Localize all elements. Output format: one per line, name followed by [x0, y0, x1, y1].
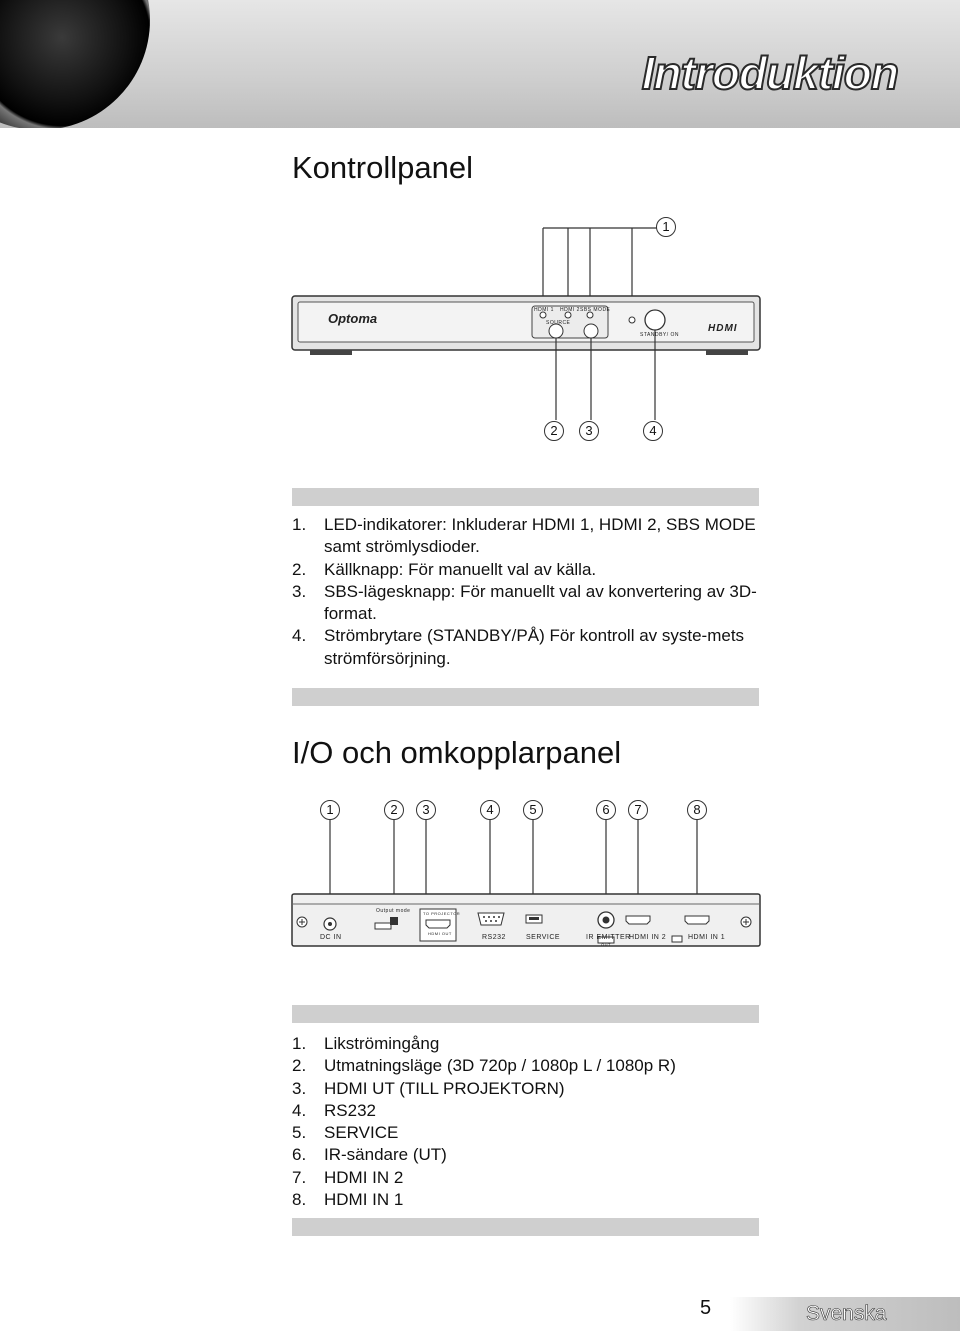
io-callout-6: 6 — [596, 800, 616, 820]
chapter-title: Introduktion — [641, 46, 900, 100]
page-header: Introduktion — [0, 0, 960, 128]
list-item: 5.SERVICE — [292, 1123, 399, 1143]
callout-1: 1 — [656, 217, 676, 237]
brand-logo: Optoma — [328, 311, 378, 326]
io-panel-diagram: 1 2 3 4 5 6 7 8 DC IN Output mode TO PRO… — [280, 795, 780, 955]
page-number: 5 — [700, 1297, 712, 1319]
divider-bar — [292, 1005, 759, 1023]
label-hdmi2: HDMI 2 — [560, 307, 580, 313]
hdmi-logo: HDMI — [708, 323, 738, 334]
language-label: Svenska — [806, 1302, 887, 1326]
list-item: 1.LED-indikatorer: Inkluderar HDMI 1, HD… — [292, 515, 756, 557]
label-hdmi-in1: HDMI IN 1 — [688, 934, 726, 941]
list-item: 2.Källknapp: För manuellt val av källa. — [292, 559, 597, 579]
label-to-projector: TO PROJECTOR — [423, 911, 461, 916]
io-callout-8: 8 — [687, 800, 707, 820]
divider-bar — [292, 688, 759, 706]
list-item: 6.IR-sändare (UT) — [292, 1145, 447, 1165]
list-item: 4.RS232 — [292, 1100, 376, 1120]
callout-2: 2 — [544, 421, 564, 441]
io-callout-2: 2 — [384, 800, 404, 820]
label-hdmi-out: HDMI OUT — [428, 931, 452, 936]
label-dc-in: DC IN — [320, 934, 342, 941]
control-panel-diagram: Optoma HDMI 1 HDMI 2 SBS MODE SOURCE STA… — [280, 210, 780, 450]
section-title-control-panel: Kontrollpanel — [292, 150, 473, 185]
io-callout-4: 4 — [480, 800, 500, 820]
label-output-mode: Output mode — [376, 908, 411, 914]
label-ir-emitter: IR EMITTER — [586, 934, 631, 941]
control-panel-drawing — [291, 227, 761, 420]
list-item: 7.HDMI IN 2 — [292, 1167, 404, 1187]
divider-bar — [292, 1218, 759, 1236]
callout-3: 3 — [579, 421, 599, 441]
label-ir-out: OUT — [601, 942, 611, 947]
list-item: 2.Utmatningsläge (3D 720p / 1080p L / 10… — [292, 1056, 676, 1076]
label-service: SERVICE — [526, 934, 561, 941]
label-rs232: RS232 — [482, 934, 506, 941]
io-callout-3: 3 — [416, 800, 436, 820]
io-panel-drawing — [291, 819, 761, 947]
label-sbs-mode: SBS MODE — [580, 307, 611, 313]
io-panel-list: 1.Likströmingång 2.Utmatningsläge (3D 72… — [292, 1033, 767, 1211]
footer-language-band — [730, 1297, 960, 1331]
label-source: SOURCE — [546, 320, 571, 326]
label-hdmi-in2: HDMI IN 2 — [629, 934, 667, 941]
list-item: 4.Strömbrytare (STANDBY/PÅ) För kontroll… — [292, 626, 745, 668]
callout-4: 4 — [643, 421, 663, 441]
list-item: 1.Likströmingång — [292, 1034, 440, 1053]
label-standby: STANDBY/ ON — [640, 332, 680, 338]
divider-bar — [292, 488, 759, 506]
list-item: 3.HDMI UT (TILL PROJEKTORN) — [292, 1078, 565, 1098]
section-title-io-panel: I/O och omkopplarpanel — [292, 735, 622, 770]
projector-lens-graphic — [0, 0, 150, 128]
control-panel-list: 1.LED-indikatorer: Inkluderar HDMI 1, HD… — [292, 514, 767, 670]
list-item: 8.HDMI IN 1 — [292, 1190, 404, 1210]
io-callout-1: 1 — [320, 800, 340, 820]
label-hdmi1: HDMI 1 — [534, 307, 554, 313]
list-item: 3.SBS-lägesknapp: För manuellt val av ko… — [292, 581, 757, 624]
io-callout-7: 7 — [628, 800, 648, 820]
io-callout-5: 5 — [523, 800, 543, 820]
